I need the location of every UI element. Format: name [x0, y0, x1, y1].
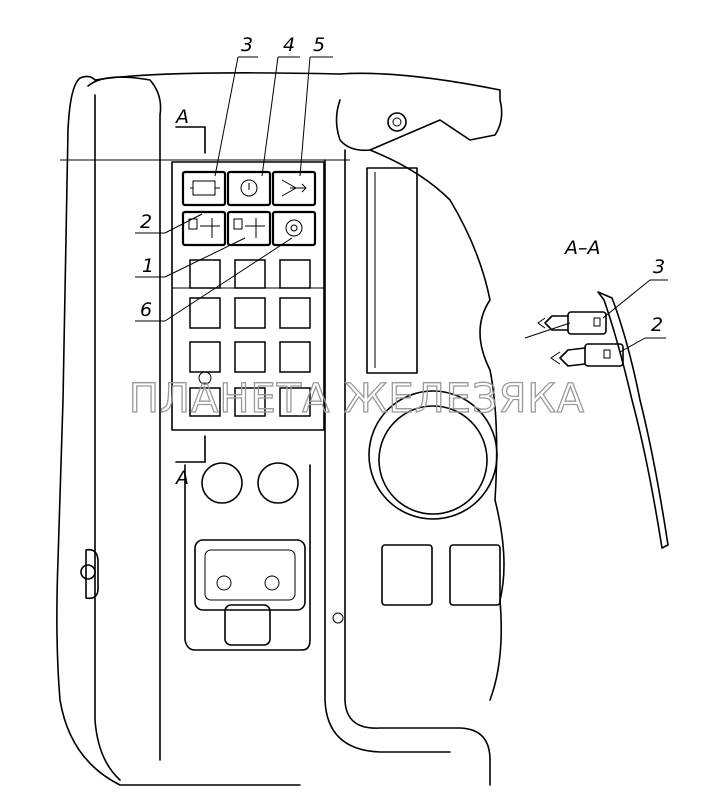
callout-5: 5 — [299, 34, 333, 177]
section-view-a-a: А–А 3 2 — [524, 237, 669, 549]
section-callout-2: 2 — [651, 314, 663, 336]
section-view-title: А–А — [563, 237, 601, 259]
diff-lock-front-switch[interactable] — [226, 210, 272, 247]
brake-warning-switch[interactable] — [226, 170, 272, 207]
lower-panel — [184, 462, 311, 651]
diff-lock-rear-switch[interactable] — [181, 210, 227, 247]
callout-2: 2 — [135, 211, 203, 234]
side-panel — [56, 72, 341, 786]
callout-2-label: 2 — [140, 211, 152, 233]
watermark-text: ПЛАНЕТА ЖЕЛЕЗЯКА — [129, 376, 585, 422]
section-callout-3: 3 — [653, 256, 665, 278]
callout-3: 3 — [214, 34, 258, 177]
callout-4-label: 4 — [283, 34, 295, 56]
section-cut-bottom: А — [174, 435, 206, 489]
section-cut-top: А — [174, 106, 206, 154]
callout-1: 1 — [135, 237, 246, 278]
section-label-top: А — [174, 106, 189, 128]
callout-6-label: 6 — [140, 299, 152, 321]
section-label-bottom: А — [174, 467, 189, 489]
callout-5-label: 5 — [313, 34, 325, 56]
callout-1-label: 1 — [142, 255, 154, 277]
tire-pressure-switch[interactable] — [271, 210, 317, 247]
beacon-switch[interactable] — [271, 170, 317, 207]
callout-3-label: 3 — [241, 34, 253, 56]
callout-6: 6 — [135, 237, 293, 322]
callout-4: 4 — [261, 34, 300, 177]
engine-warning-switch[interactable] — [181, 170, 227, 207]
right-console — [324, 72, 505, 786]
blank-switch-grid — [189, 259, 311, 417]
